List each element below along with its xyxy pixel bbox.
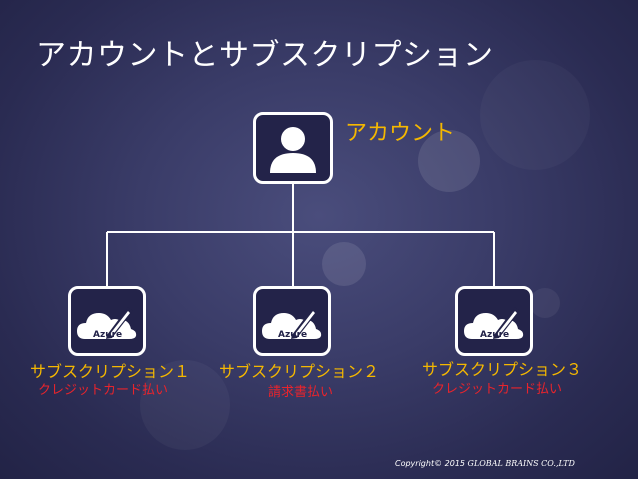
- account-node: [253, 112, 333, 184]
- azure-cloud-icon: Azure: [77, 307, 137, 340]
- copyright-prefix: Copyright© 2015: [395, 459, 465, 468]
- azure-cloud-icon: Azure: [464, 307, 524, 340]
- user-icon: [270, 127, 316, 173]
- subscription-2-payment: 請求書払い: [268, 385, 334, 400]
- bokeh-circle: [322, 242, 366, 286]
- slide-title: アカウントとサブスクリプション: [36, 38, 494, 73]
- account-label: アカウント: [345, 121, 456, 146]
- subscription-3-payment: クレジットカード払い: [432, 382, 563, 397]
- azure-text: Azure: [480, 330, 509, 340]
- bokeh-circle: [140, 360, 230, 450]
- subscription-2-name: サブスクリプション２: [219, 362, 380, 381]
- subscription-1-name: サブスクリプション１: [30, 362, 191, 381]
- copyright-company: GLOBAL BRAINS CO.,LTD: [467, 459, 575, 468]
- subscription-1-payment: クレジットカード払い: [38, 383, 169, 398]
- bokeh-circle: [418, 130, 480, 192]
- azure-text: Azure: [93, 330, 122, 340]
- azure-cloud-icon: Azure: [262, 307, 322, 340]
- subscription-node-3: Azure: [455, 286, 533, 356]
- bokeh-circle: [530, 288, 560, 318]
- subscription-3-name: サブスクリプション３: [422, 360, 583, 379]
- subscription-node-1: Azure: [68, 286, 146, 356]
- subscription-node-2: Azure: [253, 286, 331, 356]
- azure-text: Azure: [278, 330, 307, 340]
- copyright-notice: Copyright© 2015 GLOBAL BRAINS CO.,LTD: [395, 459, 575, 468]
